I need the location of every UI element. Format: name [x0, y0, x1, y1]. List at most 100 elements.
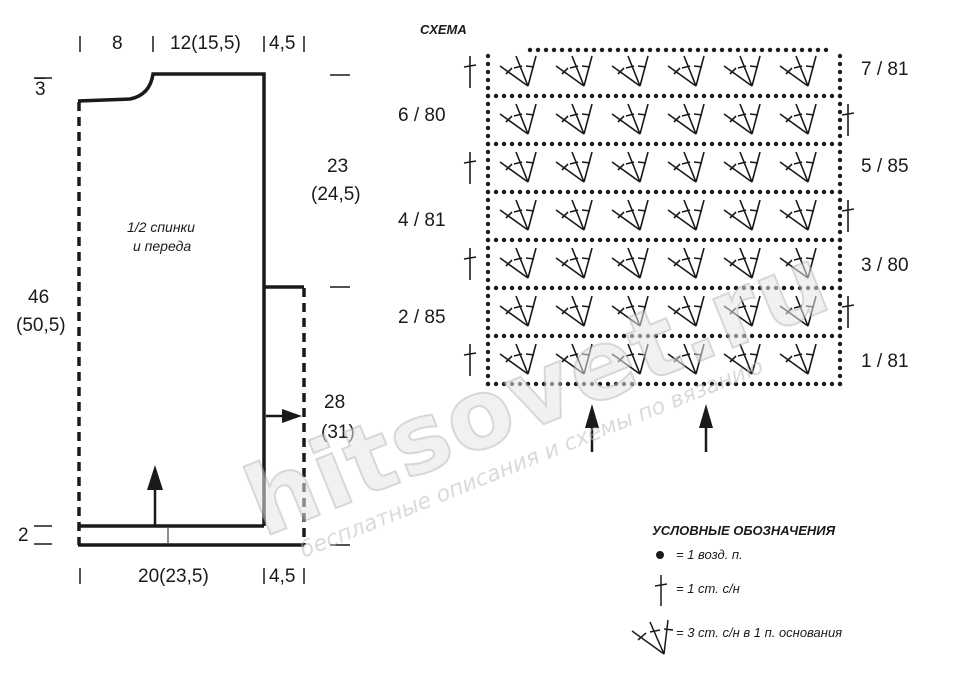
chain-dot	[645, 333, 651, 339]
chain-dot	[797, 333, 803, 339]
left-ticks	[34, 77, 52, 545]
chain-dot	[821, 93, 827, 99]
chain-dot	[567, 47, 573, 53]
chain-dot	[837, 245, 843, 251]
chain-dot	[775, 47, 781, 53]
row-label-2: 2 / 85	[398, 307, 446, 328]
chain-dot	[837, 269, 843, 275]
chain-dot	[837, 69, 843, 75]
chain-dot	[621, 381, 627, 387]
chain-dot	[821, 237, 827, 243]
chain-dot	[797, 93, 803, 99]
dim-armhole-alt: (24,5)	[311, 184, 361, 205]
chain-dot	[709, 381, 715, 387]
chain-dot	[485, 165, 491, 171]
chain-dot	[725, 333, 731, 339]
chain-dot	[565, 333, 571, 339]
chain-dot	[829, 93, 835, 99]
chain-dot	[597, 333, 603, 339]
dim-side: 28	[324, 392, 346, 413]
chain-dot	[509, 285, 515, 291]
chain-dot	[797, 189, 803, 195]
chain-dot	[509, 93, 515, 99]
chain-dot	[517, 141, 523, 147]
chain-dot	[549, 189, 555, 195]
chain-dot	[535, 47, 541, 53]
chain-dot	[549, 141, 555, 147]
chain-dot	[637, 237, 643, 243]
chain-dot	[485, 357, 491, 363]
chain-dot	[581, 93, 587, 99]
chain-dot	[517, 381, 523, 387]
chain-dot	[837, 237, 843, 243]
chain-dot	[781, 333, 787, 339]
fan-stitch	[667, 247, 705, 279]
chain-dot	[829, 333, 835, 339]
chain-dot	[749, 93, 755, 99]
chain-dot	[797, 381, 803, 387]
chain-dot	[709, 189, 715, 195]
chain-dot	[573, 285, 579, 291]
chain-dot	[517, 333, 523, 339]
chain-dot	[485, 85, 491, 91]
chain-dot	[837, 357, 843, 363]
chain-dot	[741, 189, 747, 195]
fan-stitch	[779, 343, 817, 375]
chain-dot	[485, 93, 491, 99]
chain-dot	[565, 285, 571, 291]
chain-dot	[605, 141, 611, 147]
chain-dot	[701, 381, 707, 387]
chain-dot	[821, 285, 827, 291]
chain-dot	[765, 189, 771, 195]
chain-dot	[533, 333, 539, 339]
chain-dot	[749, 381, 755, 387]
chain-dot	[773, 381, 779, 387]
chain-dot	[605, 381, 611, 387]
chain-dot	[725, 189, 731, 195]
chain-dot	[485, 173, 491, 179]
chain-dot	[583, 47, 589, 53]
chain-dot	[605, 189, 611, 195]
chain-dot	[501, 141, 507, 147]
chain-dot	[837, 277, 843, 283]
chain-dot	[533, 237, 539, 243]
chain-dot	[829, 285, 835, 291]
chain-dot	[719, 47, 725, 53]
chain-dot	[621, 333, 627, 339]
chain-dot	[613, 93, 619, 99]
chain-dot	[717, 237, 723, 243]
chain-dot	[661, 237, 667, 243]
chain-dot	[509, 381, 515, 387]
chain-dot	[829, 141, 835, 147]
dim-length: 46	[28, 287, 50, 308]
chain-dot	[613, 141, 619, 147]
chain-dot	[541, 237, 547, 243]
chain-dot	[645, 189, 651, 195]
chain-dot	[613, 381, 619, 387]
chain-dot	[823, 47, 829, 53]
chain-dot	[485, 109, 491, 115]
edge-stitch-bar	[463, 352, 477, 356]
chain-dot	[525, 237, 531, 243]
chain-dot	[493, 381, 499, 387]
chain-dot	[781, 285, 787, 291]
fan-stitch	[499, 103, 537, 135]
fan-stitch	[723, 295, 761, 327]
chain-dot	[629, 189, 635, 195]
chain-dot	[485, 309, 491, 315]
chain-dot	[573, 93, 579, 99]
chain-dot	[733, 189, 739, 195]
chain-dot	[813, 333, 819, 339]
chain-dot	[837, 149, 843, 155]
chain-dot	[485, 277, 491, 283]
chain-dot	[613, 189, 619, 195]
chain-dot	[485, 77, 491, 83]
chain-dot	[837, 117, 843, 123]
dim-neck-width: 12(15,5)	[170, 33, 241, 54]
chain-dot	[485, 149, 491, 155]
chain-dot	[485, 157, 491, 163]
chain-dot	[717, 333, 723, 339]
chain-dot	[789, 141, 795, 147]
fan-stitch	[779, 295, 817, 327]
row-label-7: 7 / 81	[861, 59, 909, 80]
